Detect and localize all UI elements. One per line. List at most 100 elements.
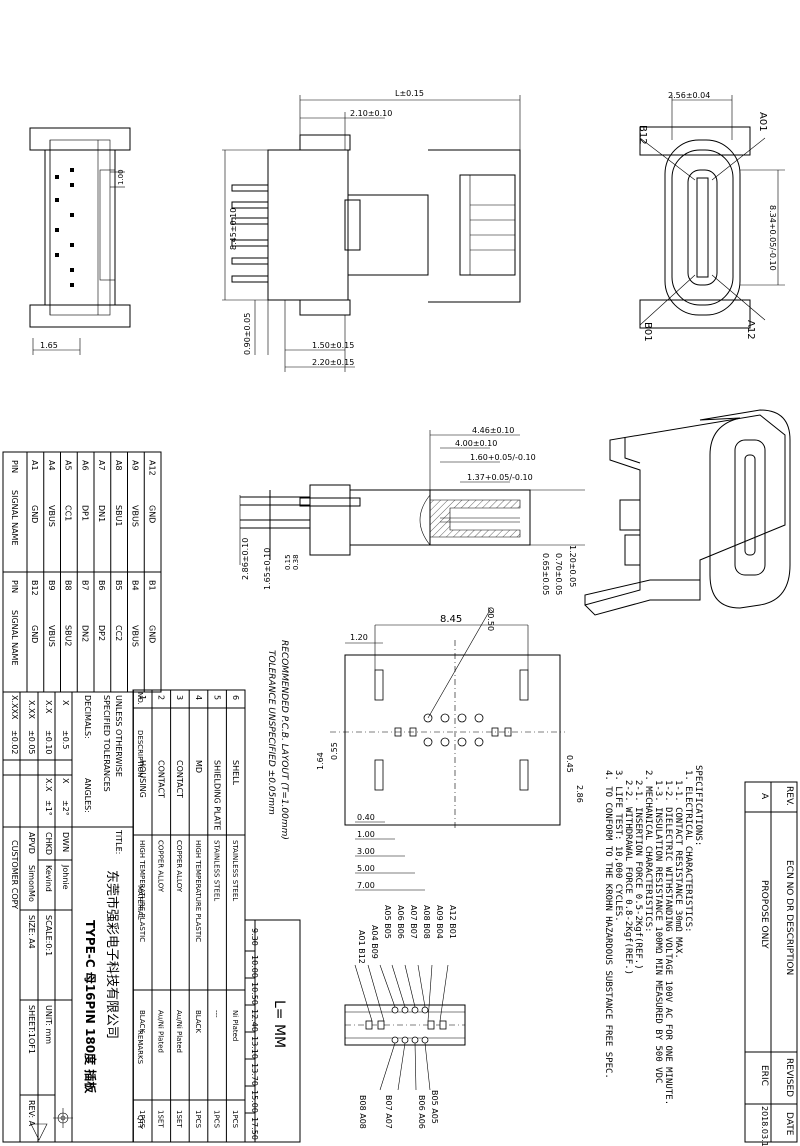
pin-table-cell: VBUS xyxy=(47,505,56,527)
pcb-layout-subtitle: TOLERANCE UNSPECIFIED ±0.05mm xyxy=(266,650,276,815)
pin-table-cell: SBU2 xyxy=(64,625,73,647)
pcb-dim-2-86: 2.86 xyxy=(575,785,584,803)
bom-cell: 4 xyxy=(194,695,203,700)
pin-label-a05-b05: A05 B05 xyxy=(383,905,392,939)
spec-line-7: 2-2. WITHDRAWAL FORCE 0.8-2Kgf(REF.) xyxy=(623,780,633,975)
pin-label-b05-a05: B05 A05 xyxy=(430,1090,439,1124)
dim-0-38-side: 0.38 xyxy=(292,554,300,570)
dim-1-60: 1.60+0.05/-0.10 xyxy=(470,453,536,462)
length-value: 17.50 xyxy=(250,1117,259,1140)
pin-label-a06-b06: A06 B06 xyxy=(396,905,405,939)
dim-0-65: 0.65±0.05 xyxy=(541,553,550,595)
bom-cell: Au/Ni Plated xyxy=(175,1010,183,1053)
bom-cell: 1PCS xyxy=(194,1110,202,1129)
pin-detail-leaders xyxy=(354,964,449,1091)
pin-table: A1GNDB12GNDA4VBUSB9VBUSA5CC1B8SBU2A6DP1B… xyxy=(2,451,162,693)
bom-header-material: MATERIAL xyxy=(136,885,144,920)
length-value: 9.30 xyxy=(250,928,259,946)
tol-xxx: X.XX xyxy=(27,700,36,720)
bom-cell: --- xyxy=(212,1010,220,1018)
pcb-dim-3-00: 3.00 xyxy=(357,847,375,856)
pin-table-cell: SBU1 xyxy=(114,505,123,527)
pcb-layout-title: RECOMMENDED P.C.B. LAYOUT (T=1.00mm) xyxy=(279,640,289,840)
top-view: L±0.15 2.10±0.10 8.45±0.10 0.90±0.05 1.5… xyxy=(222,89,521,372)
bom-header-desc: DESCRIPTION xyxy=(136,730,144,777)
front-label-a12: A12 xyxy=(745,320,756,340)
pin-detail: A12 B01 A09 B04 A08 B08 A07 B07 A06 B06 … xyxy=(344,905,466,1129)
pin-table-cell: B8 xyxy=(64,580,73,591)
length-value: 13.70 xyxy=(250,1063,259,1086)
rev-row-rev: A xyxy=(759,793,769,800)
pin-table-cell: GND xyxy=(147,625,156,643)
pin-table-cell: CC1 xyxy=(64,505,73,521)
chkd-value: Kevind xyxy=(44,865,53,892)
chkd-label: CHKD xyxy=(44,832,53,855)
spec-line-2: 1-1. CONTACT RESISTANCE 30mΩ MAX. xyxy=(673,780,683,959)
rev-row-desc: PROPOSE ONLY xyxy=(759,880,769,949)
tol-decimals: DECIMALS: xyxy=(83,695,92,739)
pcb-dim-7-00: 7.00 xyxy=(357,881,375,890)
bottom-view-dim-1-00: 1.00 xyxy=(117,169,125,185)
dwn-value: Johnie xyxy=(61,864,70,890)
bom-cell: HIGH TEMPERATURE PLASTIC xyxy=(194,840,202,942)
tolerance-block: UNLESS OTHERWISE SPECIFIED TOLERANCES DE… xyxy=(2,691,134,828)
tol-xxx-val: ±0.05 xyxy=(27,730,36,755)
bom-cell: COPPER ALLOY xyxy=(157,840,165,893)
bom-cell: SHIELDING PLATE xyxy=(212,760,221,830)
rev-header-date: DATE xyxy=(784,1112,794,1136)
pin-table-cell: A4 xyxy=(47,460,56,471)
bottom-view-pins xyxy=(55,168,74,287)
tol-line-2: SPECIFIED TOLERANCES xyxy=(102,695,111,792)
customer-copy: CUSTOMER COPY xyxy=(10,840,19,909)
dim-1-65-side: 1.65±0.10 xyxy=(263,548,272,590)
dim-2-56: 2.56±0.04 xyxy=(668,91,710,100)
pcb-dim-0-40: 0.40 xyxy=(357,813,375,822)
spec-title: SPECIFICATIONS: xyxy=(693,765,703,846)
pcb-dim-1-20: 1.20 xyxy=(350,633,368,642)
bom-cell: 1SET xyxy=(175,1110,183,1128)
dwn-label: DWN xyxy=(61,832,70,852)
title-company: 东莞市强彩电子科技有限公司 xyxy=(104,870,120,1039)
bom-cell: BLACK xyxy=(194,1010,202,1033)
dim-2-20: 2.20±0.15 xyxy=(312,358,354,367)
pin-table-cell: A12 xyxy=(147,460,156,476)
bom-cell: CONTACT xyxy=(157,760,166,798)
pcb-dim-0-45: 0.45 xyxy=(565,755,574,773)
bom-cell: 2 xyxy=(157,695,166,700)
title-label: TITLE: xyxy=(114,829,123,854)
tol-angle-xx-val: ±1° xyxy=(44,800,53,816)
bom-header-qty: QTY xyxy=(136,1115,144,1130)
spec-line-8: 3. LIFE TEST: 10,000 CYCLES. xyxy=(613,770,623,922)
specifications: SPECIFICATIONS: 1. ELECTRICAL CHARACTERI… xyxy=(603,765,703,1105)
bom-cell: 3 xyxy=(175,695,184,700)
unit-value: UNIT: mm xyxy=(44,1005,53,1044)
pin-table-cell: VBUS xyxy=(131,505,140,527)
pcb-dim-hole: Ø0.50 xyxy=(486,607,496,631)
pin-table-cell: A8 xyxy=(114,460,123,471)
length-value: 12.40 xyxy=(250,1009,259,1032)
revision-block: REV. ECN NO DR DESCRIPTION REVISED DATE … xyxy=(744,781,798,1146)
pin-table-cell: B6 xyxy=(97,580,106,591)
dim-4-46: 4.46±0.10 xyxy=(472,426,514,435)
apvd-value: SimonMo xyxy=(27,865,36,902)
pin-table-cell: DP2 xyxy=(97,625,106,641)
spec-line-6: 2-1. INSERTION FORCE 0.5-2Kgf(REF.) xyxy=(633,780,643,970)
dim-8-45: 8.45±0.10 xyxy=(229,208,238,250)
length-table: L= MM 9.3010.0010.5012.4013.1013.7015.00… xyxy=(244,919,301,1143)
dim-0-70: 0.70±0.05 xyxy=(554,553,563,595)
pin-table-cell: A7 xyxy=(97,460,106,471)
pin-table-cell: CC2 xyxy=(114,625,123,641)
pin-label-a07-b07: A07 B07 xyxy=(409,905,418,939)
tol-xxxx: X.XXX xyxy=(10,695,19,720)
tol-angle-x-val: ±2° xyxy=(61,800,70,816)
pin-label-a08-b08: A08 B08 xyxy=(422,905,431,939)
length-value: 10.00 xyxy=(250,955,259,978)
bom-cell: STAINLESS STEEL xyxy=(231,840,239,901)
front-view: B12 A01 B01 A12 2.56±0.04 8.34+0.05/-0.1… xyxy=(637,91,785,342)
pin-table-cell: B7 xyxy=(80,580,89,591)
pin-table-cell: GND xyxy=(147,505,156,523)
bom-cell: 1PCS xyxy=(212,1110,220,1129)
projection-symbol-icon xyxy=(53,1108,73,1128)
bom-cell: 6 xyxy=(231,695,240,700)
